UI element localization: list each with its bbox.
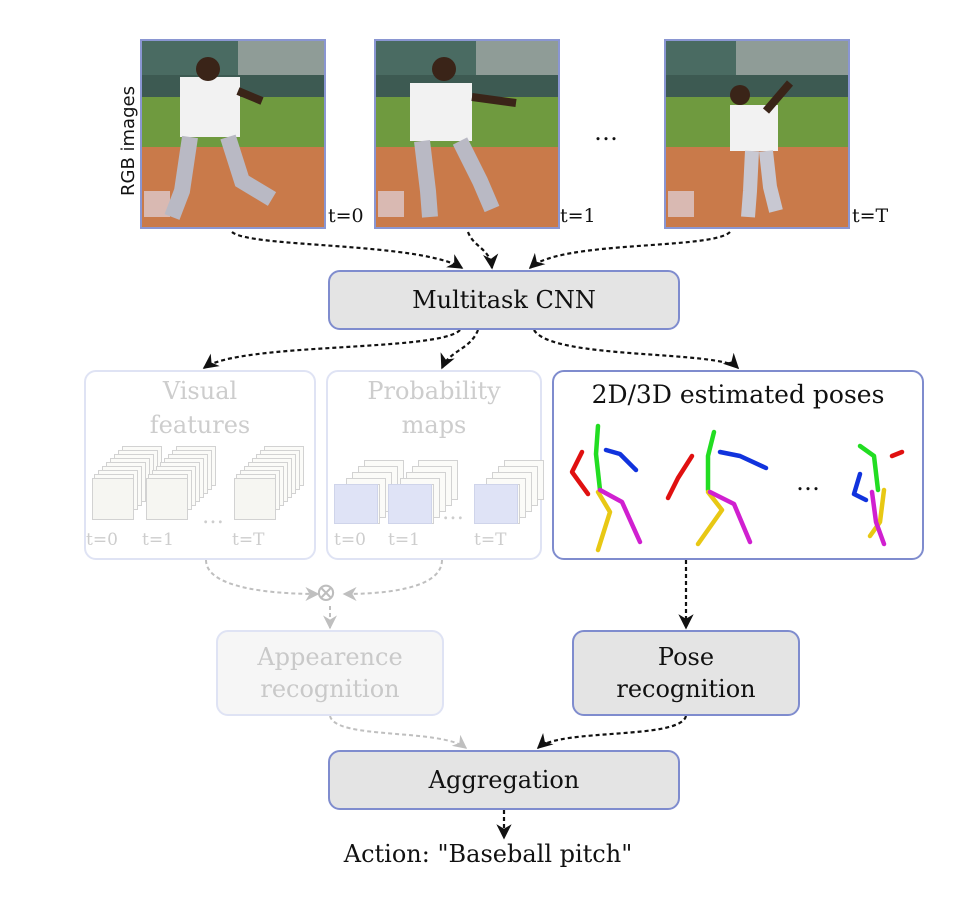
baseball-frame-image <box>666 41 848 227</box>
pose-recognition-line2: recognition <box>616 675 756 703</box>
arrow-frameT-to-cnn <box>528 231 731 270</box>
pose-recognition-box: Pose recognition <box>572 630 800 716</box>
appearance-recognition-line1: Appearence <box>257 643 403 671</box>
multiply-icon: ⊗ <box>315 578 337 608</box>
probability-maps-title-line1: Probability <box>367 377 501 405</box>
multitask-cnn-box: Multitask CNN <box>328 270 680 330</box>
estimated-poses-title: 2D/3D estimated poses <box>591 380 885 409</box>
feature-ellipsis: … <box>202 504 224 529</box>
probmap-step-label: t=1 <box>388 530 420 550</box>
arrow-frame1-to-cnn <box>466 231 499 270</box>
probmap-ellipsis: … <box>442 500 464 525</box>
arrow-cnn-to-features <box>202 329 461 369</box>
frames-ellipsis: … <box>594 118 619 146</box>
probability-maps-panel: Probability maps … t=0 t=1 t=T <box>326 370 544 560</box>
arrow-probmaps-to-multiply <box>342 559 443 601</box>
video-frame-t1 <box>374 39 560 229</box>
aggregation-label: Aggregation <box>428 766 580 794</box>
frame-time-label: t=T <box>852 205 889 227</box>
video-frame-tT <box>664 39 850 229</box>
arrow-features-to-multiply <box>205 559 320 601</box>
visual-features-title-line2: features <box>149 411 251 439</box>
arrow-appearance-to-aggregation <box>329 715 468 749</box>
appearance-recognition-box: Appearence recognition <box>216 630 444 716</box>
frame-time-label: t=0 <box>328 205 364 227</box>
frame-time-label: t=1 <box>560 205 596 227</box>
baseball-frame-image <box>376 41 558 227</box>
feature-step-label: t=1 <box>142 530 174 550</box>
multitask-cnn-label: Multitask CNN <box>412 286 596 314</box>
pose-skeletons <box>569 423 905 553</box>
pose-skeleton-t1 <box>665 429 769 547</box>
probability-maps-title-line2: maps <box>401 411 467 439</box>
arrow-pose-recognition-to-aggregation <box>536 715 688 750</box>
pose-skeleton-tT <box>851 443 905 547</box>
video-frame-t0 <box>140 39 326 229</box>
arrow-cnn-to-poses <box>533 329 740 370</box>
aggregation-box: Aggregation <box>328 750 680 810</box>
baseball-frame-image <box>142 41 324 227</box>
action-output-label: Action: "Baseball pitch" <box>343 840 633 868</box>
pose-recognition-line1: Pose <box>657 643 715 671</box>
probmap-step-label: t=T <box>474 530 507 550</box>
feature-step-label: t=0 <box>86 530 118 550</box>
visual-features-title-line1: Visual <box>162 377 238 405</box>
probmap-step-label: t=0 <box>334 530 366 550</box>
poses-ellipsis: … <box>796 468 820 496</box>
feature-step-label: t=T <box>232 530 265 550</box>
rgb-images-label: RGB images <box>118 86 139 196</box>
visual-features-panel: Visual features … t=0 t=1 t=T <box>84 370 316 560</box>
appearance-recognition-line2: recognition <box>260 675 400 703</box>
pose-skeleton-t0 <box>569 423 643 553</box>
estimated-poses-panel: 2D/3D estimated poses <box>552 370 924 560</box>
arrow-frame0-to-cnn <box>231 231 464 269</box>
